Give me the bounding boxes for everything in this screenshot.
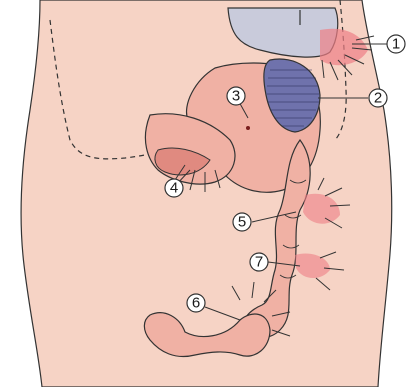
callout-6: 6 (187, 294, 205, 312)
marker-3 (246, 126, 250, 130)
callout-5-label: 5 (238, 214, 246, 231)
callout-5: 5 (233, 213, 251, 231)
callout-1-label: 1 (392, 36, 400, 53)
callout-2: 2 (369, 89, 387, 107)
callout-7-label: 7 (255, 254, 263, 271)
callout-1: 1 (387, 35, 405, 53)
callout-2-label: 2 (374, 90, 382, 107)
callout-7: 7 (250, 253, 268, 271)
callout-4-label: 4 (170, 180, 178, 197)
callout-3: 3 (227, 87, 245, 105)
callout-6-label: 6 (192, 295, 200, 312)
callout-4: 4 (165, 179, 183, 197)
callout-3-label: 3 (232, 88, 240, 105)
